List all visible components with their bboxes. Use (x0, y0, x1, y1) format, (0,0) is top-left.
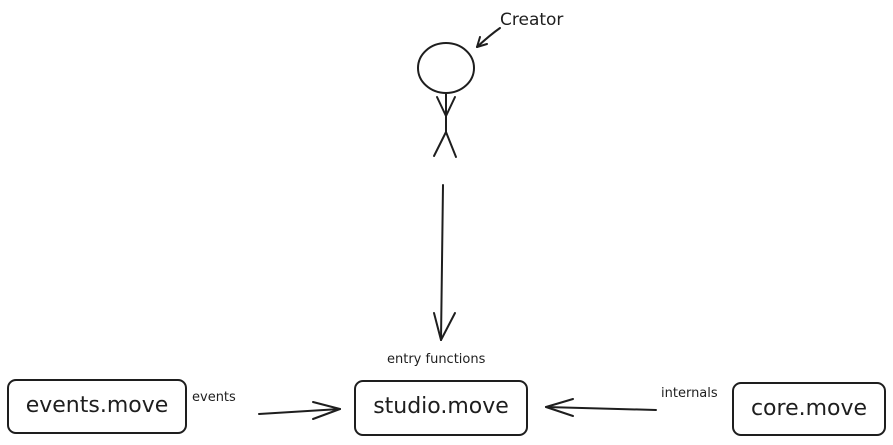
creator-arms (436, 96, 456, 117)
creator-label-arrow (476, 27, 501, 48)
arrow-events-to-studio (258, 401, 341, 420)
creator-head (417, 42, 475, 94)
core-module-label: core.move (750, 396, 868, 421)
arrow-core-to-studio (545, 398, 657, 417)
core-module-box (732, 382, 886, 436)
events-edge-label: events (192, 390, 236, 405)
creator-stick-figure (417, 42, 475, 158)
creator-label: Creator (500, 10, 564, 30)
creator-legs (433, 131, 457, 158)
internals-edge-label: internals (661, 386, 718, 401)
studio-module-box (354, 380, 528, 436)
arrow-creator-to-studio (433, 184, 456, 341)
studio-module-label: studio.move (373, 394, 509, 419)
entry-functions-label: entry functions (387, 352, 486, 367)
events-module-label: events.move (25, 393, 169, 418)
events-module-box (7, 379, 187, 434)
